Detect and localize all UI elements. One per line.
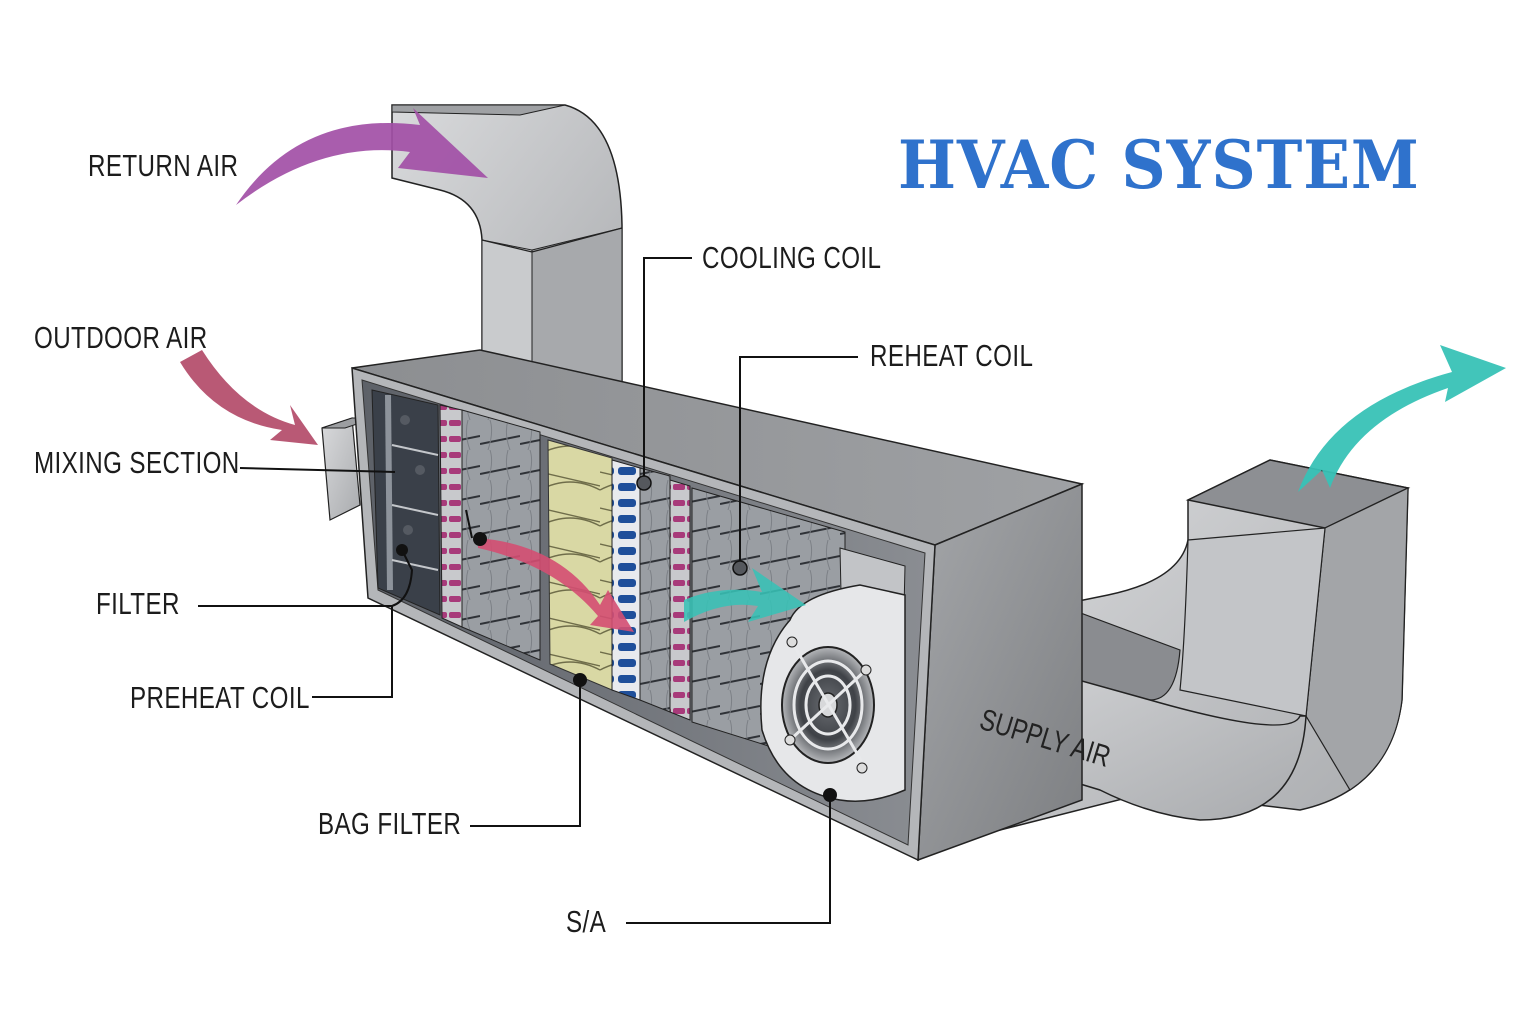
- filter-leader: [198, 549, 414, 607]
- supply-air-arrow-icon: [1298, 345, 1506, 492]
- outdoor-air-arrow-icon: [180, 350, 318, 445]
- cooling-coil: [611, 459, 671, 713]
- fan-inlet-arrow-icon: [684, 568, 806, 622]
- bag-filter-leader: [470, 684, 581, 827]
- preheat-coil-leader: [312, 606, 393, 698]
- s-a-leader: [626, 795, 831, 924]
- reheat-coil-leader: [739, 356, 858, 568]
- return-air-duct: [391, 104, 623, 411]
- label-reheat-coil: REHEAT COIL: [870, 338, 1034, 373]
- label-bag-filter: BAG FILTER: [318, 806, 462, 841]
- preheat-dot-leader: [465, 509, 473, 539]
- label-s-a: S/A: [566, 904, 607, 939]
- label-filter: FILTER: [96, 586, 180, 621]
- label-preheat-coil: PREHEAT COIL: [130, 680, 310, 715]
- leader-dots: [396, 475, 837, 802]
- internal-flow-arrow-icon: [478, 538, 634, 632]
- fan-grille-icon: [781, 636, 875, 774]
- label-mixing-section: MIXING SECTION: [34, 445, 240, 480]
- diagram-title: HVAC SYSTEM: [898, 126, 1420, 204]
- mixing-section: [371, 389, 441, 616]
- preheat-coil: [439, 404, 541, 661]
- mixing-section-leader: [239, 467, 396, 473]
- cooling-coil-leader: [643, 257, 692, 484]
- label-cooling-coil: COOLING COIL: [702, 240, 882, 275]
- label-outdoor-air: OUTDOOR AIR: [34, 320, 208, 355]
- supply-fan: [760, 547, 906, 802]
- return-air-arrow-icon: [236, 108, 488, 205]
- leader-lines: [198, 257, 858, 924]
- label-return-air: RETURN AIR: [88, 148, 239, 183]
